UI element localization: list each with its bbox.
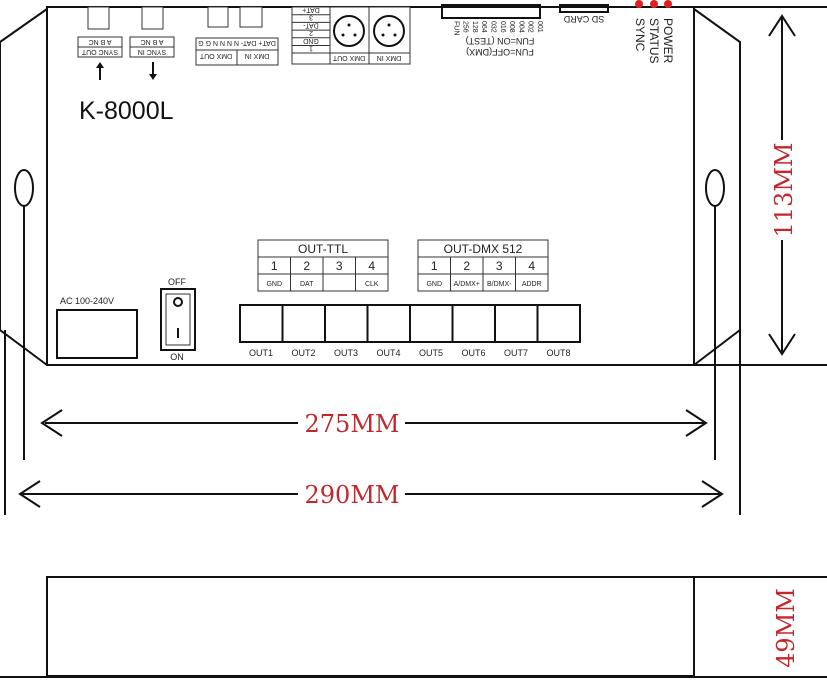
xlr-in-label: DMX IN: [377, 54, 402, 61]
terminal-pin-label: DAT-: [303, 21, 319, 28]
sync-out-pins: A B NC: [89, 38, 112, 45]
ac-power-input: [56, 309, 138, 359]
terminal-pin-label: GND: [303, 37, 319, 44]
xlr-out-icon: [333, 15, 365, 47]
side-view: 49MM: [0, 576, 827, 678]
sync-in-label: SYNC IN: [138, 48, 166, 55]
arrow-up-icon: [96, 62, 104, 80]
dimension-290: 290MM: [18, 480, 724, 509]
dip-value-label: 032: [490, 21, 497, 33]
pin-number: 3: [496, 259, 503, 273]
dimension-275-label: 275MM: [305, 410, 400, 438]
pin-name: GND: [426, 281, 442, 288]
pin-name: CLK: [365, 281, 379, 288]
dimension-49-label: 49MM: [772, 588, 800, 668]
dip-value-label: 002: [527, 21, 534, 33]
pin-name: B/DMX-: [487, 281, 512, 288]
led-power: [664, 0, 672, 8]
fun-off-label: FUN=OFF(DMX): [466, 47, 534, 57]
sync-in-pins: A B NC: [141, 38, 164, 45]
terminal-pin-label: DAT+: [302, 6, 320, 13]
sd-card-label: SD CARD: [563, 14, 604, 24]
board-outline: [0, 6, 827, 515]
output-port: [409, 304, 454, 343]
dmx-terminal-out: DMX OUT: [199, 52, 232, 59]
dip-value-label: 064: [480, 21, 487, 33]
output-label: OUT5: [419, 348, 443, 358]
terminal-pin-label: 1: [309, 45, 313, 52]
dip-value-label: 008: [508, 21, 515, 33]
output-port: [239, 304, 284, 343]
dip-value-label: 001: [536, 21, 543, 33]
arrow-down-icon: [149, 62, 157, 80]
dimension-113-label: 113MM: [770, 143, 798, 238]
output-label: OUT3: [334, 348, 358, 358]
terminal-pin-label: 2: [309, 29, 313, 36]
switch-off-label: OFF: [168, 277, 186, 287]
pin-number: 1: [271, 259, 278, 273]
output-label: OUT8: [546, 348, 570, 358]
table-title: OUT-DMX 512: [444, 242, 523, 256]
dip-value-label: 256: [462, 21, 469, 33]
xlr-in-icon: [373, 15, 405, 47]
model-name: K-8000L: [79, 97, 174, 125]
output-port: [324, 304, 369, 343]
output-label: OUT7: [504, 348, 528, 358]
led-sync: [635, 0, 643, 8]
sd-card-slot: SD CARD: [559, 4, 609, 24]
pin-number: 4: [528, 259, 535, 273]
dmx-terminal: DAT+ DAT- N N N N G G DMX OUT DMX IN: [195, 6, 279, 66]
led-label-sync: SYNC: [633, 18, 647, 52]
pin-number: 1: [431, 259, 438, 273]
output-label: OUT1: [249, 348, 273, 358]
led-status: [650, 0, 658, 8]
output-label: OUT4: [376, 348, 400, 358]
table-title: OUT-TTL: [298, 242, 348, 256]
dimension-290-label: 290MM: [305, 481, 400, 509]
dip-value-label: FUN: [452, 21, 459, 35]
output-port: [281, 304, 326, 343]
pin-number: 2: [303, 259, 310, 273]
output-port: [366, 304, 411, 343]
dmx-terminal-in: DMX IN: [245, 52, 270, 59]
led-label-status: STATUS: [647, 18, 661, 64]
dip-value-label: 004: [517, 21, 524, 33]
power-switch[interactable]: [160, 288, 196, 351]
output-port: [536, 304, 581, 343]
dimension-113: 113MM: [768, 14, 798, 356]
output-port: [494, 304, 539, 343]
xlr-out-label: DMX OUT: [332, 54, 365, 61]
switch-on-label: ON: [170, 352, 184, 362]
pin-name: DAT: [300, 281, 314, 288]
terminal-pin-label: 3: [309, 14, 313, 21]
pin-name: ADDR: [522, 281, 542, 288]
dmx-terminal-pins: DAT+ DAT- N N N N G G: [198, 39, 276, 46]
ac-label: AC 100-240V: [60, 296, 114, 306]
status-leds: POWER STATUS SYNC: [633, 0, 675, 64]
output-label: OUT6: [461, 348, 485, 358]
output-ports: OUT1 OUT2 OUT3 OUT4 OUT5 OUT6 OUT7 OUT8: [239, 304, 581, 358]
pin-number: 2: [463, 259, 470, 273]
mounting-hole-left: [14, 169, 34, 207]
pin-name: A/DMX+: [454, 281, 480, 288]
output-label: OUT2: [291, 348, 315, 358]
sync-out-label: SYNC OUT: [81, 48, 118, 55]
pin-number: 3: [336, 259, 343, 273]
dip-value-label: 016: [499, 21, 506, 33]
pin-number: 4: [368, 259, 375, 273]
fun-on-label: FUN=ON (TEST): [466, 36, 535, 46]
output-port: [451, 304, 496, 343]
mounting-hole-right: [705, 169, 725, 207]
pin-name: GND: [266, 281, 282, 288]
dip-value-label: 128: [471, 21, 478, 33]
dimension-275: 275MM: [40, 409, 708, 438]
led-label-power: POWER: [661, 18, 675, 64]
sync-connectors: A B NC SYNC OUT A B NC SYNC IN: [77, 6, 175, 80]
